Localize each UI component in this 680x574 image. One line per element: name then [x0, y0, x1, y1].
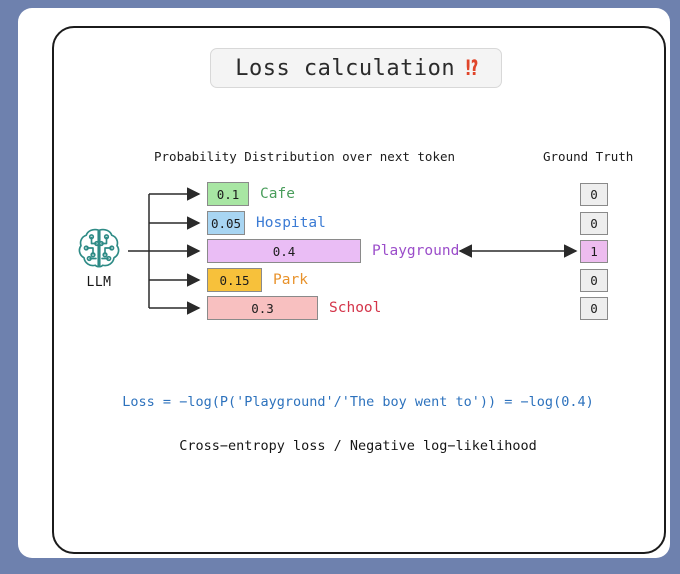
ground-truth-column-header: Ground Truth: [543, 149, 634, 164]
ground-truth-cell: 0: [580, 268, 608, 292]
probability-bar: 0.3: [207, 296, 318, 320]
probability-row: 0.3 School: [207, 296, 381, 320]
probability-row: 0.05 Hospital: [207, 211, 326, 235]
probability-bar: 0.15: [207, 268, 262, 292]
loss-formula: Loss = −log(P('Playground'/'The boy went…: [122, 394, 594, 410]
probability-bar: 0.4: [207, 239, 361, 263]
ground-truth-cell: 1: [580, 239, 608, 263]
slide-frame: [52, 26, 666, 554]
exclamation-question-mark-icon: ⁉: [465, 56, 478, 80]
ground-truth-cell: 0: [580, 296, 608, 320]
token-label: Cafe: [260, 186, 295, 202]
token-label: Park: [273, 272, 308, 288]
ground-truth-cell: 0: [580, 211, 608, 235]
token-label: Playground: [372, 243, 460, 259]
llm-label: LLM: [86, 275, 112, 290]
slide-card: Loss calculation ⁉ Probability Distribut…: [18, 8, 670, 558]
probability-bar: 0.1: [207, 182, 249, 206]
probability-bar: 0.05: [207, 211, 245, 235]
ground-truth-cell: 0: [580, 182, 608, 206]
probability-row: 0.15 Park: [207, 268, 308, 292]
probability-row: 0.1 Cafe: [207, 182, 295, 206]
llm-node: LLM: [70, 224, 128, 296]
page-title: Loss calculation ⁉: [210, 48, 502, 88]
token-label: School: [329, 300, 382, 316]
probability-row: 0.4 Playground: [207, 239, 459, 263]
brain-circuit-icon: [78, 228, 120, 268]
probability-column-header: Probability Distribution over next token: [154, 149, 456, 164]
page-title-text: Loss calculation: [235, 55, 456, 81]
token-label: Hospital: [256, 215, 326, 231]
loss-caption: Cross−entropy loss / Negative log−likeli…: [179, 438, 537, 454]
